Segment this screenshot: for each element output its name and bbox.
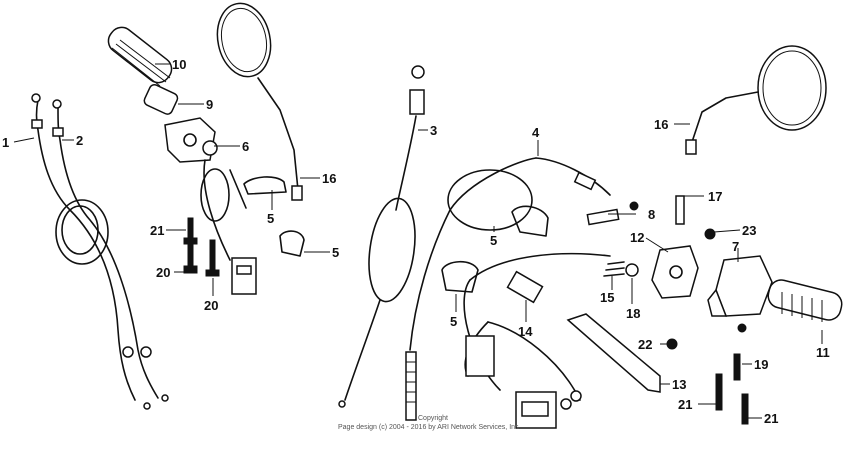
choke-cable [338, 65, 425, 408]
callout-21-right-b: 21 [764, 411, 778, 426]
callout-21-right-a: 21 [678, 397, 692, 412]
callout-21-left: 21 [150, 223, 164, 238]
clutch-lever [566, 245, 699, 393]
right-mirror [685, 45, 827, 155]
callout-4: 4 [532, 125, 540, 140]
copyright-line-2: Page design (c) 2004 - 2016 by ARI Netwo… [338, 424, 521, 431]
callout-20-a: 20 [156, 265, 170, 280]
callout-16-left: 16 [322, 171, 336, 186]
right-switch-housing [707, 255, 773, 333]
callout-12: 12 [630, 230, 644, 245]
callout-3: 3 [430, 123, 437, 138]
callout-6: 6 [242, 139, 249, 154]
callout-14: 14 [518, 324, 533, 339]
copyright-line-1: Copyright [418, 415, 448, 422]
callout-16-right: 16 [654, 117, 668, 132]
wire-harness [463, 252, 611, 429]
cable-bands [243, 176, 549, 293]
left-switch-housing [164, 117, 257, 295]
callout-5-d: 5 [450, 314, 457, 329]
left-mirror [216, 2, 303, 201]
callout-19: 19 [754, 357, 768, 372]
right-grip [767, 279, 843, 322]
callout-9: 9 [206, 97, 213, 112]
callout-8: 8 [648, 207, 655, 222]
callout-7: 7 [732, 239, 739, 254]
clutch-cable [405, 157, 639, 421]
throttle-cables [31, 93, 169, 410]
callout-5-b: 5 [332, 245, 339, 260]
callout-20-b: 20 [204, 298, 218, 313]
callout-22: 22 [638, 337, 652, 352]
leader-lines [13, 63, 823, 419]
callout-23: 23 [742, 223, 756, 238]
callout-1: 1 [2, 135, 9, 150]
callout-10: 10 [172, 57, 186, 72]
callout-5-a: 5 [267, 211, 274, 226]
left-grip [107, 26, 179, 115]
copyright-notice: Copyright Page design (c) 2004 - 2016 by… [338, 415, 521, 431]
callout-18: 18 [626, 306, 640, 321]
callout-15: 15 [600, 290, 614, 305]
callout-5-c: 5 [490, 233, 497, 248]
callout-2: 2 [76, 133, 83, 148]
bolts-right [675, 195, 749, 425]
bolts-left [183, 217, 220, 277]
callout-17: 17 [708, 189, 722, 204]
callouts: 1 2 10 9 6 16 5 5 21 20 20 3 4 8 5 5 14 … [2, 57, 830, 426]
callout-13: 13 [672, 377, 686, 392]
callout-11: 11 [816, 345, 830, 360]
small-parts [586, 208, 678, 350]
